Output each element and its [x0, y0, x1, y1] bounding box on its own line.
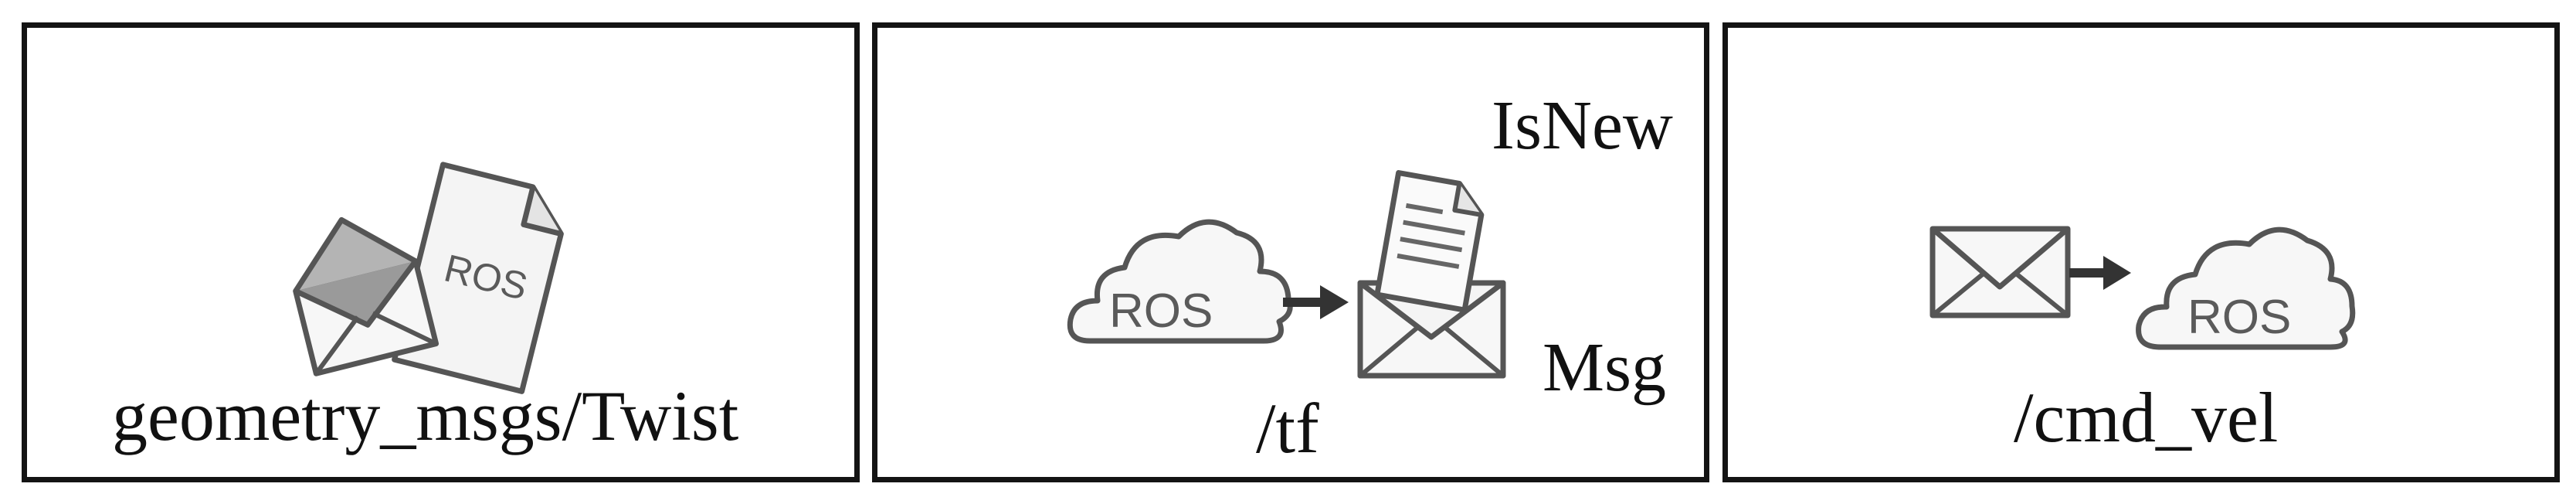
isnew-port-label: IsNew — [1492, 87, 1673, 164]
message-type-caption: geometry_msgs/Twist — [112, 376, 739, 455]
message-type-panel[interactable]: ROS geometry_msgs/Twist — [22, 22, 860, 482]
publisher-topic-caption: /cmd_vel — [2014, 378, 2279, 457]
subscriber-topic-caption: /tf — [1256, 389, 1319, 468]
publisher-panel[interactable]: ROS /cmd_vel — [1722, 22, 2560, 482]
svg-text:ROS: ROS — [1109, 284, 1213, 338]
ros-cloud-to-open-envelope-icon: ROS — [1067, 170, 1506, 379]
msg-port-label: Msg — [1543, 329, 1667, 406]
envelope-to-ros-cloud-icon: ROS — [1929, 226, 2356, 350]
envelope-and-ros-document-icon: ROS — [293, 162, 564, 394]
subscriber-panel[interactable]: ROS IsNew Msg /tf — [872, 22, 1709, 482]
svg-text:ROS: ROS — [2187, 291, 2291, 344]
